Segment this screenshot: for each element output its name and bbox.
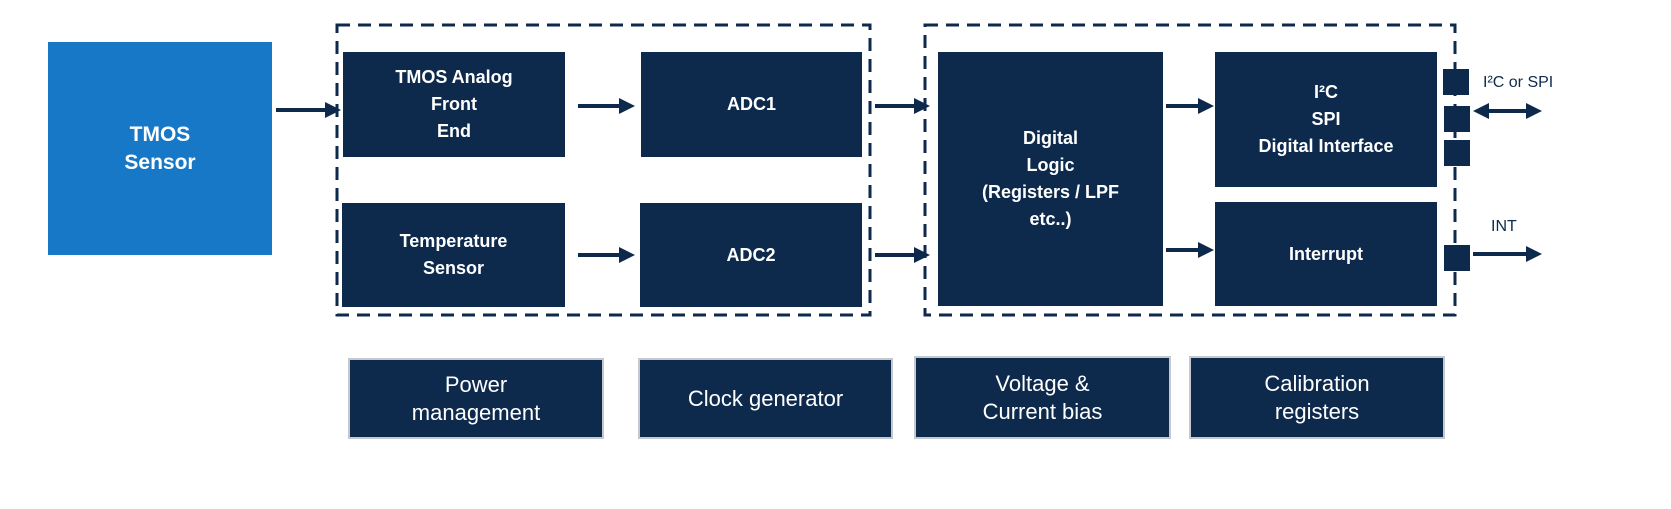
arrow-logic-to-interrupt xyxy=(1166,242,1214,258)
adc1-label: ADC1 xyxy=(726,94,776,114)
digital-group-outline xyxy=(923,23,1457,317)
voltage-current-bias-box: Voltage & Current bias xyxy=(914,356,1171,439)
arrow-bus-bidirectional xyxy=(1473,103,1542,119)
clock-generator-box: Clock generator xyxy=(638,358,893,439)
bus-label: I²C or SPI xyxy=(1483,74,1554,91)
arrow-sensor-to-afe xyxy=(276,102,341,118)
voltage-current-bias-label: Voltage & Current bias xyxy=(982,370,1103,424)
arrow-adc2-to-logic xyxy=(875,247,930,263)
pin-bus-2 xyxy=(1444,106,1470,132)
pin-bus-1 xyxy=(1443,69,1469,95)
arrow-adc1-to-logic xyxy=(875,98,930,114)
temperature-sensor-label: Temperature Sensor xyxy=(399,231,508,278)
analog-front-end-label: TMOS Analog Front End xyxy=(395,67,513,141)
tmos-sensor-box: TMOS Sensor xyxy=(48,42,272,255)
analog-front-end-box: TMOS Analog Front End xyxy=(343,52,565,157)
tmos-sensor-label: TMOS Sensor xyxy=(124,122,196,174)
adc2-box: ADC2 xyxy=(640,203,862,307)
calibration-registers-label: Calibration registers xyxy=(1264,370,1370,424)
digital-interface-label: I²C SPI Digital Interface xyxy=(1258,82,1394,156)
adc2-label: ADC2 xyxy=(726,244,776,265)
calibration-registers-box: Calibration registers xyxy=(1189,356,1445,439)
arrow-temp-to-adc2 xyxy=(578,247,635,263)
analog-group-outline xyxy=(335,23,872,317)
power-management-label: Power management xyxy=(411,371,541,425)
digital-logic-label: Digital Logic (Registers / LPF etc..) xyxy=(981,128,1120,229)
digital-logic-box: Digital Logic (Registers / LPF etc..) xyxy=(938,52,1163,306)
adc1-box: ADC1 xyxy=(641,52,862,157)
interrupt-box: Interrupt xyxy=(1215,202,1437,306)
interrupt-label: Interrupt xyxy=(1289,243,1363,264)
power-management-box: Power management xyxy=(348,358,604,439)
temperature-sensor-box: Temperature Sensor xyxy=(342,203,565,307)
clock-generator-label: Clock generator xyxy=(687,385,844,411)
pin-bus-3 xyxy=(1444,140,1470,166)
arrow-logic-to-interface xyxy=(1166,98,1214,114)
pin-int xyxy=(1444,245,1470,271)
arrow-int-out xyxy=(1473,246,1542,262)
int-label: INT xyxy=(1491,218,1517,235)
arrow-afe-to-adc1 xyxy=(578,98,635,114)
digital-interface-box: I²C SPI Digital Interface xyxy=(1215,52,1437,187)
